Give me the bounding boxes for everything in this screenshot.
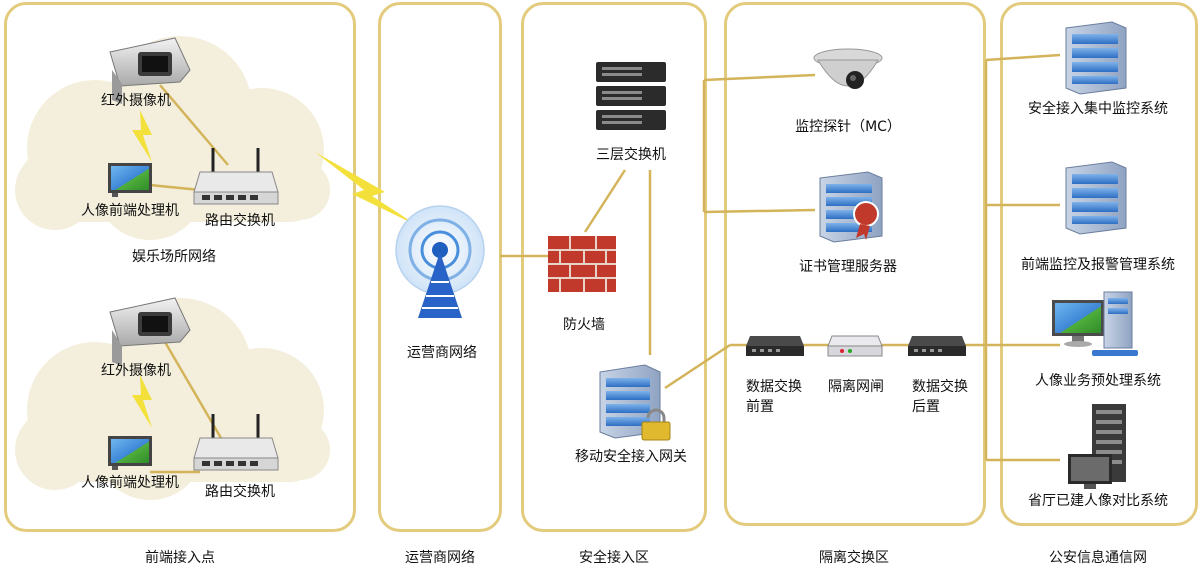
dome-camera-icon	[813, 48, 883, 89]
l3-switch-label: 三层交换机	[596, 147, 666, 163]
zone-title-police: 公安信息通信网	[1049, 550, 1147, 566]
firewall-icon	[548, 236, 616, 292]
zone-title-frontend: 前端接入点	[145, 550, 215, 566]
router-icon	[193, 148, 279, 205]
cert-server-label: 证书管理服务器	[799, 259, 897, 275]
central-monitor-label: 安全接入集中监控系统	[1028, 101, 1168, 117]
cert-server-icon	[819, 171, 883, 243]
mc-label: 监控探针（MC）	[795, 119, 901, 135]
ir-camera-icon	[109, 297, 191, 366]
zone-isolation	[724, 2, 986, 526]
firewall-label: 防火墙	[563, 317, 605, 333]
isolation-gap-icon	[827, 335, 883, 357]
cloud-label: 娱乐场所网络	[132, 249, 216, 265]
ir-camera-label-2: 红外摄像机	[101, 363, 171, 379]
ex-front-label-line2: 前置	[746, 399, 774, 415]
face-compare-label: 省厅已建人像对比系统	[1028, 493, 1168, 509]
gap-label: 隔离网闸	[828, 379, 884, 395]
antenna-tower-icon	[395, 205, 485, 318]
alarm-mgmt-server-icon	[1065, 161, 1127, 235]
gateway-server-icon	[599, 364, 671, 441]
ex-back-label-line2: 后置	[912, 399, 940, 415]
face-compare-system-icon	[1068, 404, 1126, 489]
ir-camera-label-1: 红外摄像机	[101, 93, 171, 109]
router-icon	[193, 414, 279, 471]
wireless-link-icon	[132, 110, 418, 428]
carrier-tower-label: 运营商网络	[407, 345, 477, 361]
ir-camera-icon	[109, 37, 191, 104]
zone-title-security: 安全接入区	[579, 550, 649, 566]
links	[149, 53, 1061, 474]
data-exchange-front-icon	[746, 336, 804, 356]
alarm-mgmt-label: 前端监控及报警管理系统	[1021, 257, 1175, 273]
l3-switch-icon	[596, 62, 666, 130]
workstation-icon	[1052, 291, 1138, 356]
ex-back-label-line1: 数据交换	[912, 379, 968, 395]
monitor-icon	[108, 436, 152, 470]
face-proc-label-1: 人像前端处理机	[81, 203, 179, 219]
router-label-1: 路由交换机	[205, 213, 275, 229]
data-exchange-back-icon	[908, 336, 966, 356]
monitor-icon	[108, 163, 152, 197]
ex-front-label-line1: 数据交换	[746, 379, 802, 395]
zone-title-isolation: 隔离交换区	[819, 550, 889, 566]
zone-title-carrier: 运营商网络	[405, 550, 475, 566]
gateway-label: 移动安全接入网关	[575, 449, 687, 465]
central-monitor-server-icon	[1065, 21, 1127, 95]
router-label-2: 路由交换机	[205, 484, 275, 500]
face-proc-label-2: 人像前端处理机	[81, 475, 179, 491]
face-pre-label: 人像业务预处理系统	[1035, 373, 1161, 389]
